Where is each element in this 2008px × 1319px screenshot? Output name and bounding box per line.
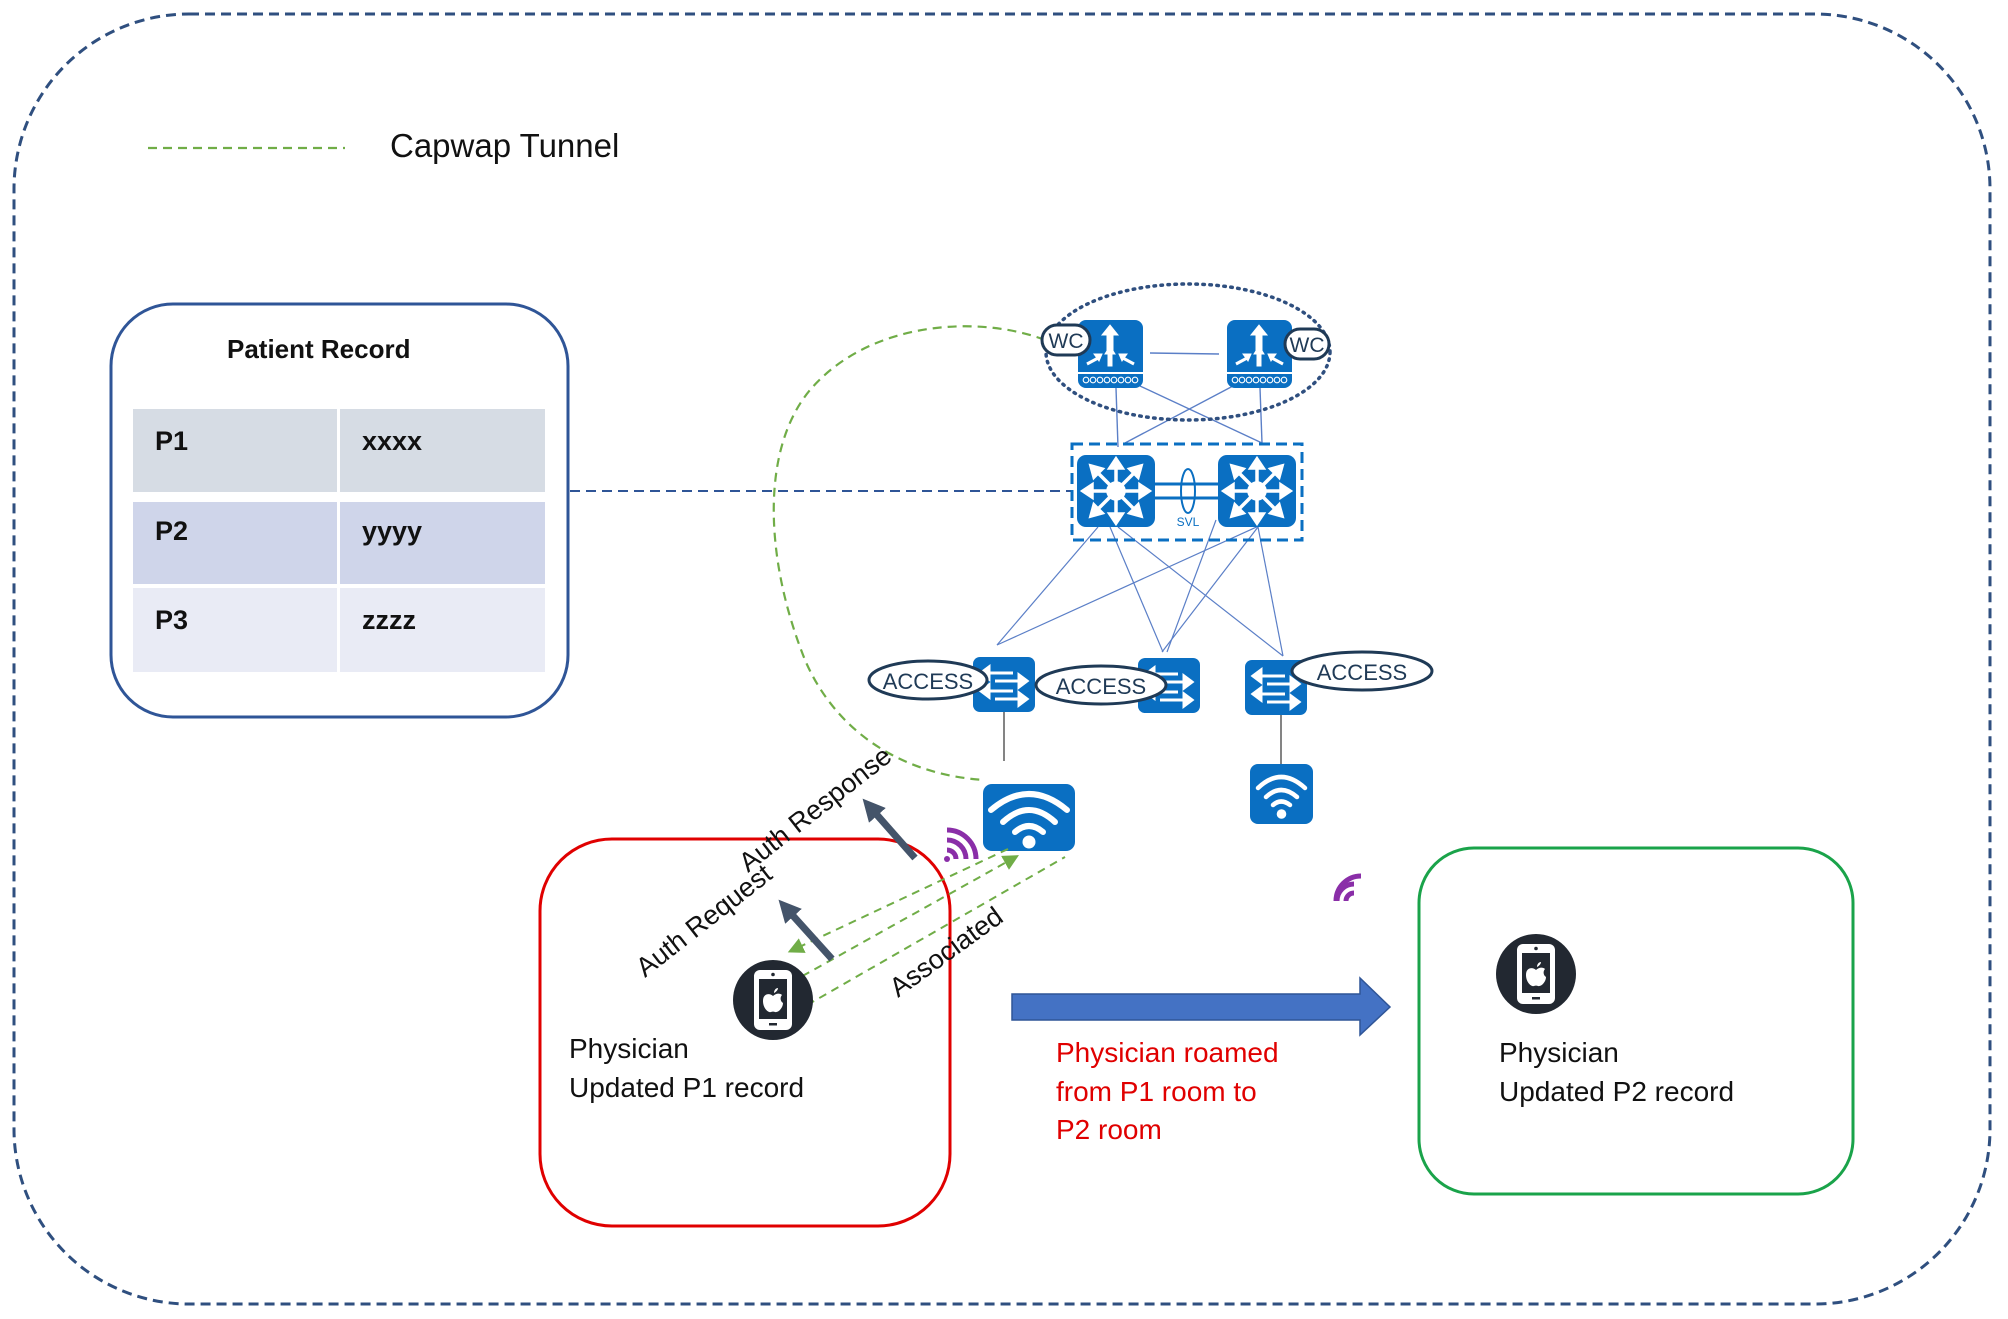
access-switch-1 [973, 657, 1035, 712]
legend-capwap-label: Capwap Tunnel [390, 127, 619, 164]
wifi-icon [1255, 774, 1308, 808]
outer-boundary [12, 12, 1992, 1306]
access-label-1: ACCESS [867, 659, 989, 701]
svl-link: SVL [1155, 468, 1220, 529]
auth-response-arrow [862, 798, 918, 861]
association-flow [789, 855, 1019, 984]
access-point-1 [983, 784, 1075, 851]
wlc-cluster-outline [1044, 282, 1332, 422]
access-label-text: ACCESS [1317, 660, 1407, 685]
roam-text-line3: P2 room [1056, 1114, 1162, 1145]
access-label-text: ACCESS [883, 669, 973, 694]
wlc-badge-label: WC [1049, 330, 1084, 353]
room-p2-line1: Physician [1499, 1037, 1619, 1068]
table-cell-id: P2 [155, 516, 188, 546]
core-switch-arrows-icon [1220, 455, 1294, 527]
core-switch-1 [1077, 455, 1155, 527]
access-point-2 [1250, 764, 1313, 824]
associated-label: Associated [884, 901, 1008, 1003]
table-row: P1 xxxx [133, 409, 545, 492]
wireless-signal-icon-1 [944, 827, 979, 862]
table-cell-id: P3 [155, 605, 188, 635]
wireless-controller-1 [1078, 320, 1143, 388]
table-row: P3 zzzz [133, 588, 545, 672]
physician-tablet-icon [1496, 934, 1576, 1014]
core-switch-arrows-icon [1079, 455, 1153, 527]
access-label-text: ACCESS [1056, 674, 1146, 699]
wifi-icon [988, 791, 1070, 835]
controller-arrows-icon [1235, 324, 1284, 367]
roam-arrow [1011, 976, 1392, 1037]
physician-tablet-icon [733, 960, 813, 1040]
auth-response-flow [787, 848, 1009, 953]
wlc-badge-1: WC [1040, 323, 1092, 357]
room-p2-box [1417, 846, 1855, 1196]
access-label-2: ACCESS [1034, 664, 1168, 706]
auth-request-arrow [778, 899, 835, 962]
wlc-badge-label: WC [1290, 334, 1325, 357]
roam-text-line1: Physician roamed [1056, 1037, 1279, 1068]
room-p1-box [538, 837, 952, 1228]
core-access-links [996, 519, 1284, 657]
room-p1-line1: Physician [569, 1033, 689, 1064]
controller-arrows-icon [1086, 324, 1135, 367]
table-cell-value: xxxx [362, 426, 422, 456]
core-switch-2 [1218, 455, 1296, 527]
wireless-signal-icon-2 [1333, 873, 1362, 902]
patient-record-table: P1 xxxx P2 yyyy P3 zzzz [133, 409, 545, 672]
svl-label: SVL [1177, 515, 1200, 529]
associated-flow [794, 856, 1066, 1013]
table-row: P2 yyyy [133, 502, 545, 584]
switch-arrows-icon [1250, 667, 1302, 711]
core-stack-outline [1070, 442, 1304, 542]
table-cell-value: yyyy [362, 516, 422, 546]
table-cell-value: zzzz [362, 605, 416, 635]
patient-record-title: Patient Record [227, 334, 411, 364]
capwap-tunnel-arc [772, 325, 1046, 782]
wireless-controller-2 [1227, 320, 1292, 388]
wlc-core-links [1115, 352, 1263, 448]
patient-record-panel: Patient Record P1 xxxx P2 yyyy P3 zzzz [109, 302, 570, 719]
room-p2-line2: Updated P2 record [1499, 1076, 1734, 1107]
table-cell-id: P1 [155, 426, 188, 456]
wlc-badge-2: WC [1283, 327, 1331, 361]
roam-text-line2: from P1 room to [1056, 1076, 1257, 1107]
room-p1-line2: Updated P1 record [569, 1072, 804, 1103]
access-label-3: ACCESS [1290, 650, 1434, 692]
